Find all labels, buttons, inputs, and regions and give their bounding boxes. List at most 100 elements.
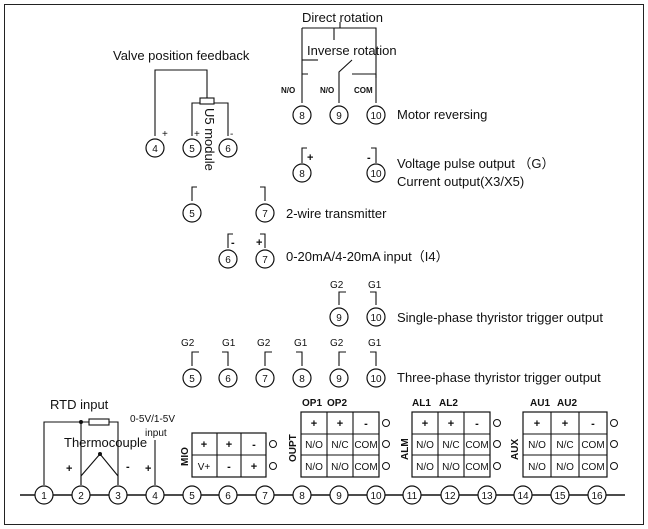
alm-al1-label: AL1 [412, 398, 431, 409]
ma-input-group: - + 6 7 0-20mA/4-20mA input（I4） [218, 233, 449, 269]
terminal-3 [108, 485, 128, 505]
terminal-3-num: 3 [115, 491, 121, 502]
rtd-junction-dot [79, 420, 83, 424]
alm-r2-c2: N/C [442, 440, 459, 451]
u5-module-label: U5 module [202, 108, 217, 171]
rtd-input-label: RTD input [50, 397, 109, 412]
oupt-r3-c2: N/O [331, 462, 349, 473]
aux-r3-c3: COM [581, 462, 604, 473]
aux-indicator-3 [610, 462, 618, 470]
terminal-10-motor [366, 105, 386, 125]
terminal-5-feedback-num: 5 [189, 144, 195, 155]
diagram-frame [4, 4, 644, 525]
terminal-10 [366, 485, 386, 505]
ma-input-label: 0-20mA/4-20mA input（I4） [286, 249, 449, 264]
terminal-1-num: 1 [41, 491, 47, 502]
mio-r2-c1: V+ [198, 462, 211, 473]
terminal-11-num: 11 [407, 491, 418, 502]
mio-indicator-1 [269, 440, 277, 448]
terminal-14-num: 14 [517, 491, 529, 502]
terminal-10-vp [366, 163, 386, 183]
aux-au1-label: AU1 [530, 398, 550, 409]
aux-au2-label: AU2 [557, 398, 577, 409]
terminal-4 [145, 485, 165, 505]
aux-box [522, 411, 608, 478]
tp-g1-label-6: G1 [222, 338, 236, 349]
tp-g2-label-9: G2 [330, 338, 344, 349]
terminal-2-num: 2 [78, 491, 84, 502]
u5-minus-sign: - [230, 129, 233, 140]
tp-g2-label-5: G2 [181, 338, 195, 349]
voltage-input-label-1: 0-5V/1-5V [130, 414, 175, 425]
terminal-10-vp-num: 10 [370, 169, 382, 180]
alm-r1-c1: + [422, 418, 428, 430]
mio-label: MIO [180, 447, 191, 466]
rtd-resistor-symbol [88, 418, 110, 426]
terminal-7-ma-num: 7 [262, 255, 268, 266]
potentiometer-symbol [199, 97, 215, 105]
alm-indicator-2 [493, 440, 501, 448]
mio-r2-c2: - [227, 461, 231, 473]
terminal-6-tp [218, 368, 238, 388]
oupt-indicator-3 [382, 462, 390, 470]
valve-feedback-label: Valve position feedback [113, 48, 250, 63]
input-sensors-group: RTD input Thermocouple + - 0-5V/1-5V inp… [43, 397, 175, 485]
terminal-9-sp-num: 9 [336, 313, 342, 324]
terminal-9-tp [329, 368, 349, 388]
direct-rotation-label: Direct rotation [302, 10, 383, 25]
terminal-9-motor [329, 105, 349, 125]
terminal-10-tp [366, 368, 386, 388]
oupt-r3-c3: COM [354, 462, 377, 473]
terminal-10-num: 10 [370, 491, 382, 502]
oupt-r2-c1: N/O [305, 440, 323, 451]
mio-r1-c1: + [201, 439, 207, 451]
aux-label: AUX [510, 439, 521, 460]
aux-r2-c2: N/C [556, 440, 573, 451]
terminal-4-feedback [145, 138, 165, 158]
terminal-5-tp [182, 368, 202, 388]
oupt-r1-c3: - [364, 418, 368, 430]
tp-g1-label-8: G1 [294, 338, 308, 349]
terminal-6-tp-num: 6 [225, 374, 231, 385]
terminal-6 [218, 485, 238, 505]
oupt-r1-c2: + [337, 418, 343, 430]
aux-indicator-2 [610, 440, 618, 448]
motor-reversing-label: Motor reversing [397, 107, 487, 122]
terminal-8-vp [292, 163, 312, 183]
aux-module: AU1 AU2 AUX + + - N/O N/C COM N/O N/O CO… [510, 398, 618, 478]
valve-feedback-group: Valve position feedback + + - U5 module … [113, 48, 250, 171]
mio-r1-c2: + [226, 439, 232, 451]
terminal-15-num: 15 [554, 491, 566, 502]
alm-r3-c2: N/O [442, 462, 460, 473]
motor-com-label: COM [354, 86, 373, 95]
terminal-6-ma-num: 6 [225, 255, 231, 266]
terminal-6-feedback-num: 6 [225, 144, 231, 155]
alm-box [411, 411, 491, 478]
thermocouple-label: Thermocouple [64, 435, 147, 450]
alm-r3-c3: COM [465, 462, 488, 473]
terminal-8 [292, 485, 312, 505]
terminal-5-2wire-num: 5 [189, 209, 195, 220]
terminal-5 [182, 485, 202, 505]
tp-g1-label-10: G1 [368, 338, 382, 349]
oupt-op1-label: OP1 [302, 398, 322, 409]
oupt-module: OP1 OP2 OUPT + + - N/O N/C COM N/O N/O C… [288, 398, 390, 478]
terminal-6-num: 6 [225, 491, 231, 502]
alm-al2-label: AL2 [439, 398, 458, 409]
sp-g1-label: G1 [368, 280, 382, 291]
oupt-box [300, 411, 380, 478]
terminal-13-num: 13 [481, 491, 493, 502]
oupt-indicator-2 [382, 440, 390, 448]
alm-r1-c2: + [448, 418, 454, 430]
oupt-indicator-1 [382, 419, 390, 427]
tc-plus-sign: + [66, 463, 72, 475]
valve-plus-sign: + [162, 129, 168, 140]
terminal-7-2wire [255, 203, 275, 223]
terminal-10-tp-num: 10 [370, 374, 382, 385]
terminal-7-num: 7 [262, 491, 268, 502]
terminal-15 [550, 485, 570, 505]
oupt-r1-c1: + [311, 418, 317, 430]
terminal-6-ma [218, 249, 238, 269]
terminal-8-motor-num: 8 [299, 111, 305, 122]
